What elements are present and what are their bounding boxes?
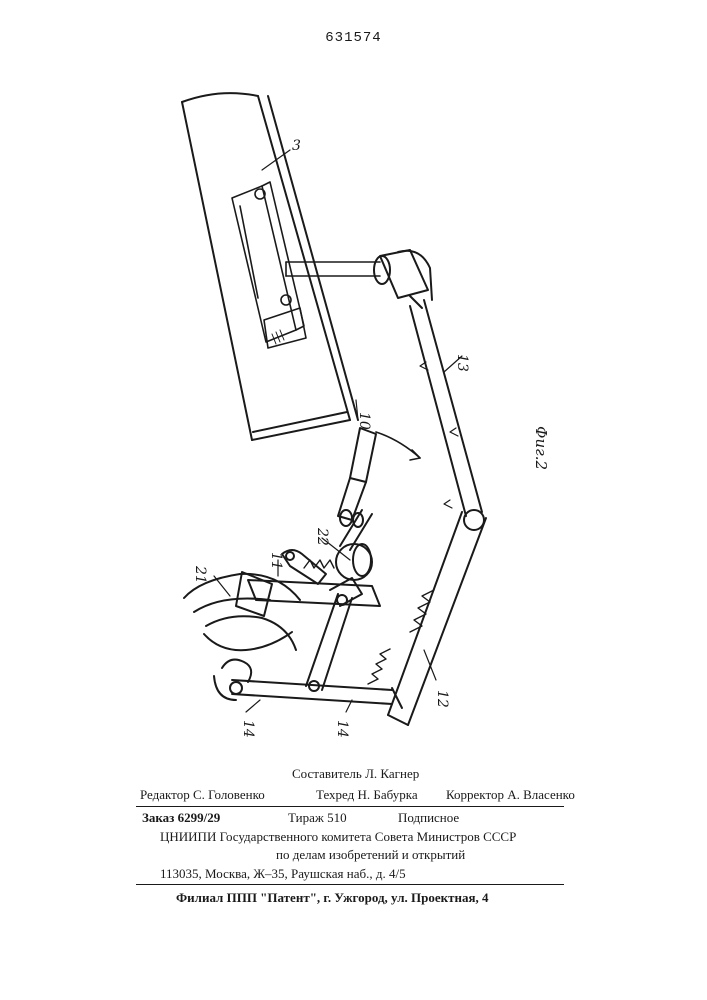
- subscription: Подписное: [398, 810, 459, 826]
- divider-top: [136, 806, 564, 807]
- finger-part-10: [338, 428, 376, 527]
- corrector: Корректор А. Власенко: [446, 787, 575, 803]
- vertical-link: [306, 594, 352, 691]
- mechanism-drawing: 3 10 13 22 11 21 12 14 14 Фиг.2: [0, 0, 707, 760]
- link-part-13: [410, 300, 482, 516]
- institute-line-2: по делам изобретений и открытий: [276, 847, 465, 863]
- bottom-links-part-14: [214, 660, 402, 708]
- label-13: 13: [454, 354, 470, 372]
- label-11: 11: [268, 552, 284, 570]
- motion-arrow: [376, 432, 420, 460]
- label-3: 3: [292, 138, 301, 154]
- institute-address: 113035, Москва, Ж–35, Раушская наб., д. …: [160, 866, 406, 882]
- divider-bottom: [136, 884, 564, 885]
- horizontal-rod: [286, 262, 380, 276]
- label-21: 21: [192, 565, 208, 584]
- figure-caption: Фиг.2: [532, 426, 550, 470]
- circulation: Тираж 510: [288, 810, 347, 826]
- bracket: [232, 182, 306, 348]
- branch-address: Филиал ППП "Патент", г. Ужгород, ул. Про…: [176, 890, 489, 906]
- label-12: 12: [434, 690, 450, 708]
- order-number: Заказ 6299/29: [142, 810, 220, 826]
- leader-lines: [214, 150, 462, 712]
- label-10: 10: [356, 412, 372, 430]
- label-14-left: 14: [240, 720, 256, 738]
- label-14-right: 14: [334, 720, 350, 738]
- tech-editor: Техред Н. Бабурка: [316, 787, 418, 803]
- chute-part-3: [182, 93, 358, 440]
- editor: Редактор С. Головенко: [140, 787, 265, 803]
- institute-line-1: ЦНИИПИ Государственного комитета Совета …: [160, 829, 516, 845]
- label-22: 22: [314, 527, 330, 546]
- compiler: Составитель Л. Кагнер: [292, 766, 419, 782]
